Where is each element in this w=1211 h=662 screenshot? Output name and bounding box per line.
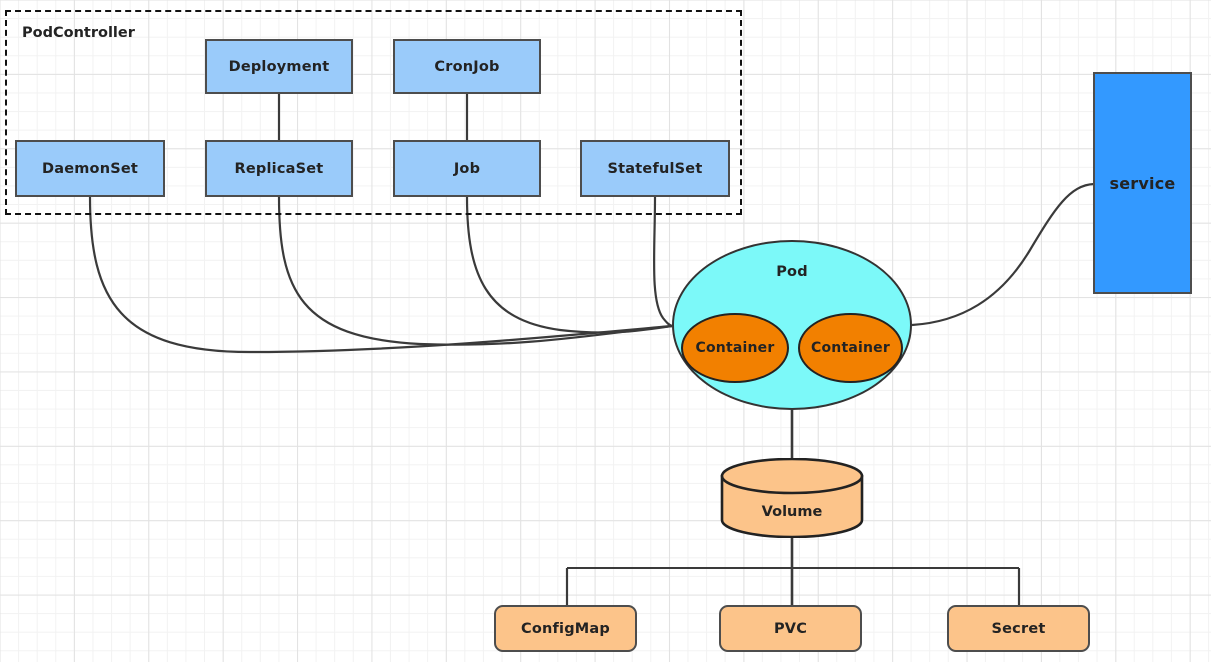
pod-controller-group: [5, 10, 742, 215]
node-configmap[interactable]: ConfigMap: [494, 605, 637, 652]
edge-pod-service: [911, 182, 1095, 327]
edge-replicaset-pod: [277, 196, 673, 346]
node-volume-label: Volume: [761, 504, 823, 520]
node-daemonset[interactable]: DaemonSet: [15, 140, 165, 197]
node-pvc[interactable]: PVC: [719, 605, 862, 652]
node-statefulset-label: StatefulSet: [607, 160, 703, 177]
node-container-1[interactable]: Container: [681, 313, 789, 383]
node-secret-label: Secret: [991, 620, 1046, 637]
node-volume[interactable]: Volume: [718, 457, 866, 539]
pod-controller-group-label: PodController: [22, 25, 135, 41]
node-deployment[interactable]: Deployment: [205, 39, 353, 94]
volume-cylinder-icon: [720, 457, 864, 539]
node-job[interactable]: Job: [393, 140, 541, 197]
node-pod-label: Pod: [776, 264, 808, 280]
node-deployment-label: Deployment: [228, 58, 330, 75]
node-job-label: Job: [453, 160, 481, 177]
node-replicaset-label: ReplicaSet: [234, 160, 324, 177]
edge-statefulset-pod: [652, 196, 673, 328]
node-replicaset[interactable]: ReplicaSet: [205, 140, 353, 197]
node-container-2-label: Container: [811, 340, 890, 356]
edge-daemonset-pod: [88, 196, 673, 354]
node-statefulset[interactable]: StatefulSet: [580, 140, 730, 197]
node-pvc-label: PVC: [773, 620, 808, 637]
node-secret[interactable]: Secret: [947, 605, 1090, 652]
node-container-1-label: Container: [695, 340, 775, 356]
node-daemonset-label: DaemonSet: [41, 160, 139, 177]
node-service[interactable]: service: [1093, 72, 1192, 294]
node-configmap-label: ConfigMap: [521, 620, 610, 637]
edge-job-pod: [465, 196, 673, 334]
node-cronjob[interactable]: CronJob: [393, 39, 541, 94]
node-container-2[interactable]: Container: [798, 313, 903, 383]
node-cronjob-label: CronJob: [434, 58, 500, 75]
node-service-label: service: [1109, 173, 1176, 193]
